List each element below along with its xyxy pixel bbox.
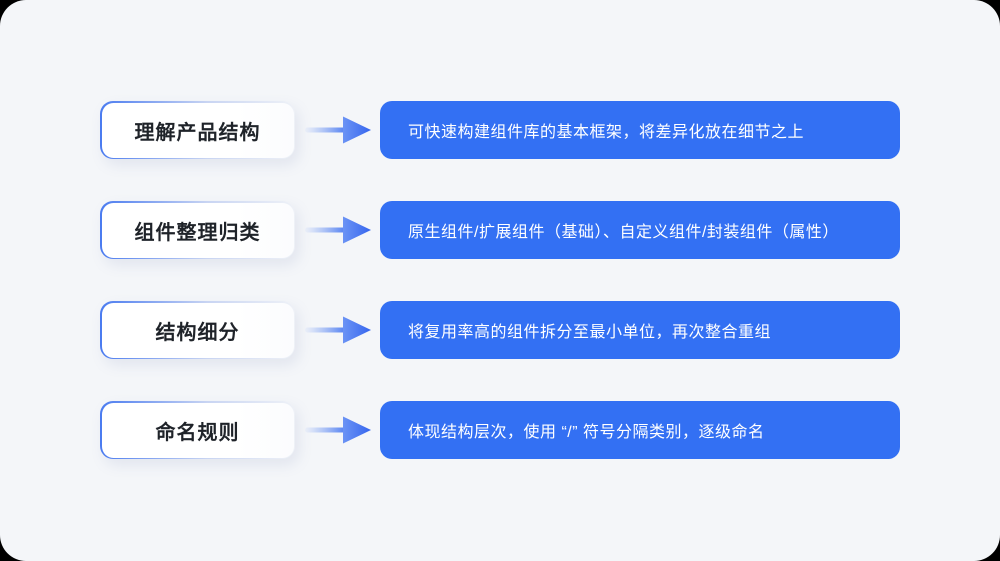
diagram-row: 结构细分 将复用率高的组件拆分至最小单位，再次整合重组 (0, 301, 1000, 359)
step-label-box-inner: 理解产品结构 (101, 102, 294, 158)
step-detail: 可快速构建组件库的基本框架，将差异化放在细节之上 (408, 124, 805, 141)
step-label-box-inner: 命名规则 (101, 402, 294, 458)
step-detail: 将复用率高的组件拆分至最小单位，再次整合重组 (408, 324, 772, 341)
step-label-box: 命名规则 (100, 401, 295, 459)
step-label-box: 组件整理归类 (100, 201, 295, 259)
step-detail: 体现结构层次，使用 “/” 符号分隔类别，逐级命名 (408, 424, 765, 441)
arrow-right-icon (295, 101, 380, 159)
step-label-box: 理解产品结构 (100, 101, 295, 159)
diagram-row: 理解产品结构 可快速构建组件库的基本框架， (0, 101, 1000, 159)
arrow-right-icon (295, 301, 380, 359)
diagram-row: 命名规则 体现结构层次，使用 “/” 符号分隔类别，逐级命名 (0, 401, 1000, 459)
step-detail-box: 可快速构建组件库的基本框架，将差异化放在细节之上 (380, 101, 900, 159)
arrow-right-icon (295, 401, 380, 459)
step-label: 理解产品结构 (134, 121, 261, 144)
step-detail: 原生组件/扩展组件（基础）、自定义组件/封装组件（属性） (408, 224, 839, 241)
step-detail-box: 将复用率高的组件拆分至最小单位，再次整合重组 (380, 301, 900, 359)
step-label: 命名规则 (155, 421, 240, 444)
step-label-box-inner: 结构细分 (101, 302, 294, 358)
step-detail-box: 体现结构层次，使用 “/” 符号分隔类别，逐级命名 (380, 401, 900, 459)
step-label: 结构细分 (155, 321, 240, 344)
step-detail-box: 原生组件/扩展组件（基础）、自定义组件/封装组件（属性） (380, 201, 900, 259)
diagram-row: 组件整理归类 原生组件/扩展组件（基础）、自定义组件/封装组件（属性） (0, 201, 1000, 259)
step-label-box: 结构细分 (100, 301, 295, 359)
step-label: 组件整理归类 (134, 221, 261, 244)
arrow-right-icon (295, 201, 380, 259)
step-label-box-inner: 组件整理归类 (101, 202, 294, 258)
